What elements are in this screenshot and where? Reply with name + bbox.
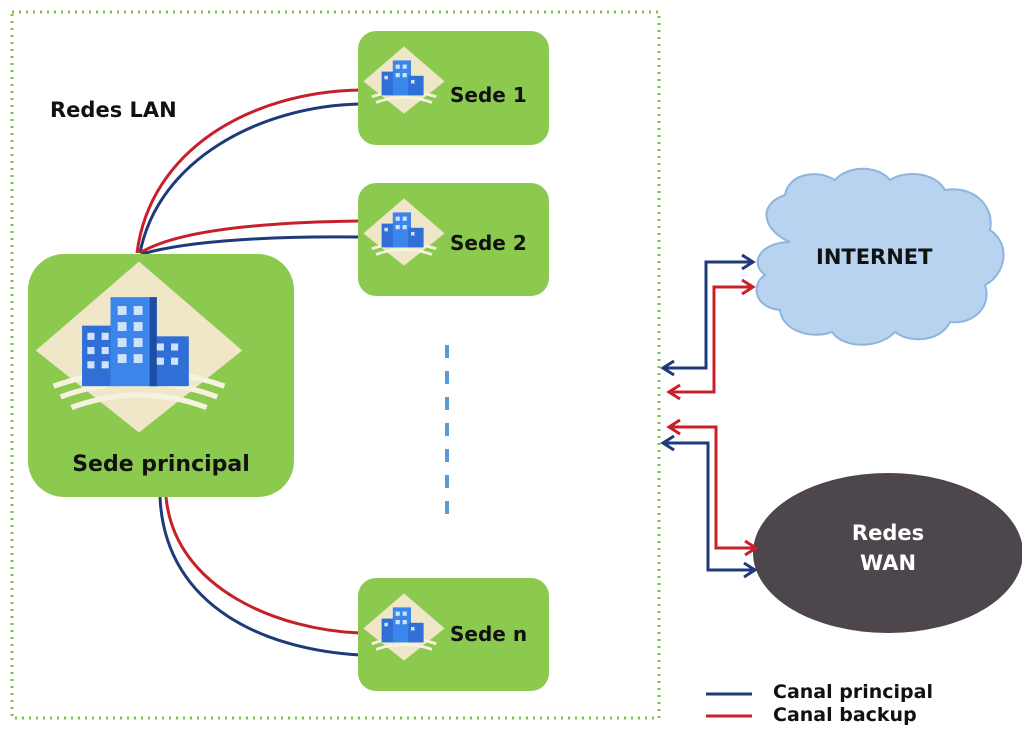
primary-arrow-lan-bottom (660, 434, 675, 452)
office-building-icon (35, 261, 243, 433)
primary-arrow-wan (743, 561, 758, 579)
primary-link-wan (664, 441, 754, 572)
primary-link-sede-2 (141, 235, 361, 256)
primary-link-sede-n (158, 496, 361, 657)
site-label-2: Sede 2 (450, 231, 527, 255)
primary-link-internet (664, 260, 752, 370)
backup-arrow-wan (744, 539, 759, 557)
site-node-2: Sede 2 (358, 183, 549, 296)
lan-title: Redes LAN (50, 98, 177, 122)
main-site-label: Sede principal (72, 452, 250, 477)
site-label-1: Sede 1 (450, 83, 527, 107)
legend-label-backup: Canal backup (773, 704, 917, 726)
wan-label: Redes WAN (851, 521, 925, 575)
site-node-1: Sede 1 (358, 31, 549, 145)
primary-arrow-internet (741, 253, 756, 271)
main-site-node: Sede principal (28, 254, 294, 497)
backup-arrow-internet (741, 278, 756, 296)
backup-link-sede-2 (139, 219, 361, 255)
office-building-icon (363, 46, 445, 114)
backup-link-sede-1 (135, 88, 361, 254)
backup-link-sede-n (164, 496, 361, 635)
site-node-n: Sede n (358, 578, 549, 691)
legend-label-primary: Canal principal (773, 681, 933, 703)
internet-label: INTERNET (816, 245, 933, 269)
primary-arrow-lan-top (660, 359, 675, 377)
office-building-icon (363, 593, 445, 661)
wan-ellipse (753, 473, 1022, 633)
external-links (660, 253, 759, 579)
backup-link-internet (670, 285, 752, 394)
lan-boundary (10, 10, 661, 720)
primary-link-sede-1 (138, 102, 361, 254)
site-label-n: Sede n (450, 622, 528, 646)
backup-arrow-lan-top (666, 383, 681, 401)
internet-cloud-icon (755, 167, 1005, 346)
office-building-icon (363, 198, 445, 266)
backup-link-wan (670, 425, 755, 550)
backup-arrow-lan-bottom (666, 418, 681, 436)
